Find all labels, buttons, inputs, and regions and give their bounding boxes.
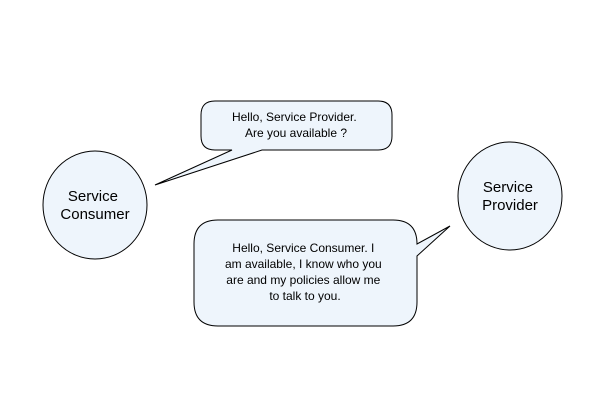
consumer-speech-bubble: Hello, Service Provider. Are you availab…	[154, 100, 393, 186]
service-consumer-circle	[42, 150, 148, 260]
consumer-speech-bubble-line: Hello, Service Provider.	[232, 110, 357, 124]
provider-speech-bubble-shape	[193, 219, 451, 327]
provider-speech-bubble-line: am available, I know who you	[225, 257, 382, 271]
service-provider-label: Service Provider	[482, 179, 538, 214]
consumer-speech-bubble-line: Are you available ?	[245, 126, 347, 140]
consumer-speech-bubble-shape	[154, 100, 393, 186]
service-provider-circle	[457, 141, 563, 251]
provider-speech-bubble: Hello, Service Consumer. I am available,…	[193, 219, 451, 327]
service-consumer-label: Service Consumer	[60, 188, 129, 223]
provider-speech-bubble-line: to talk to you.	[269, 289, 340, 303]
service-consumer-label-line: Consumer	[60, 206, 129, 223]
service-consumer-label-line: Service	[68, 188, 118, 205]
consumer-speech-bubble-text: Hello, Service Provider. Are you availab…	[232, 110, 360, 140]
provider-speech-bubble-line: are and my policies allow me	[226, 273, 380, 287]
service-provider-label-line: Provider	[482, 197, 538, 214]
service-provider-node: Service Provider	[457, 141, 563, 251]
service-provider-label-line: Service	[483, 179, 533, 196]
provider-speech-bubble-text: Hello, Service Consumer. I am available,…	[225, 241, 385, 303]
service-consumer-node: Service Consumer	[42, 150, 148, 260]
provider-speech-bubble-line: Hello, Service Consumer. I	[232, 241, 374, 255]
